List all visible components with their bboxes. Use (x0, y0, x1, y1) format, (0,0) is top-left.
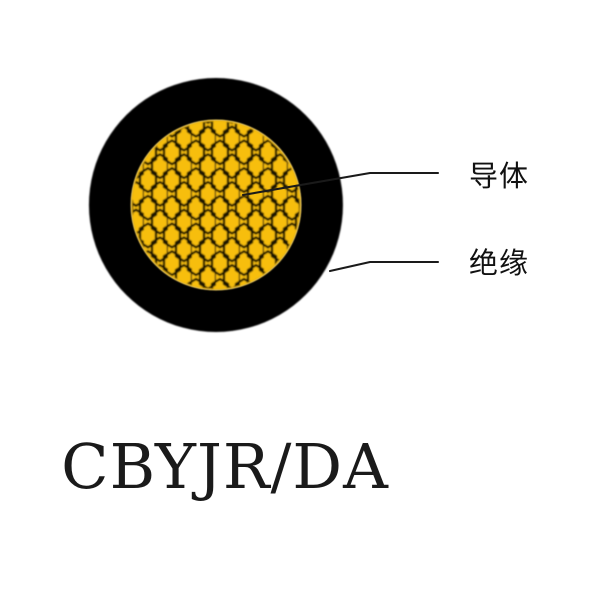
conductor-core-shape (130, 119, 302, 291)
figure-caption-model-name: CBYJR/DA (61, 430, 389, 503)
label-conductor: 导体 (469, 159, 530, 193)
label-insulation: 绝缘 (469, 246, 530, 280)
insulation-sheath-shape (88, 78, 343, 333)
leader-conductor-line (241, 171, 440, 197)
leader-insulation-line (328, 260, 440, 273)
